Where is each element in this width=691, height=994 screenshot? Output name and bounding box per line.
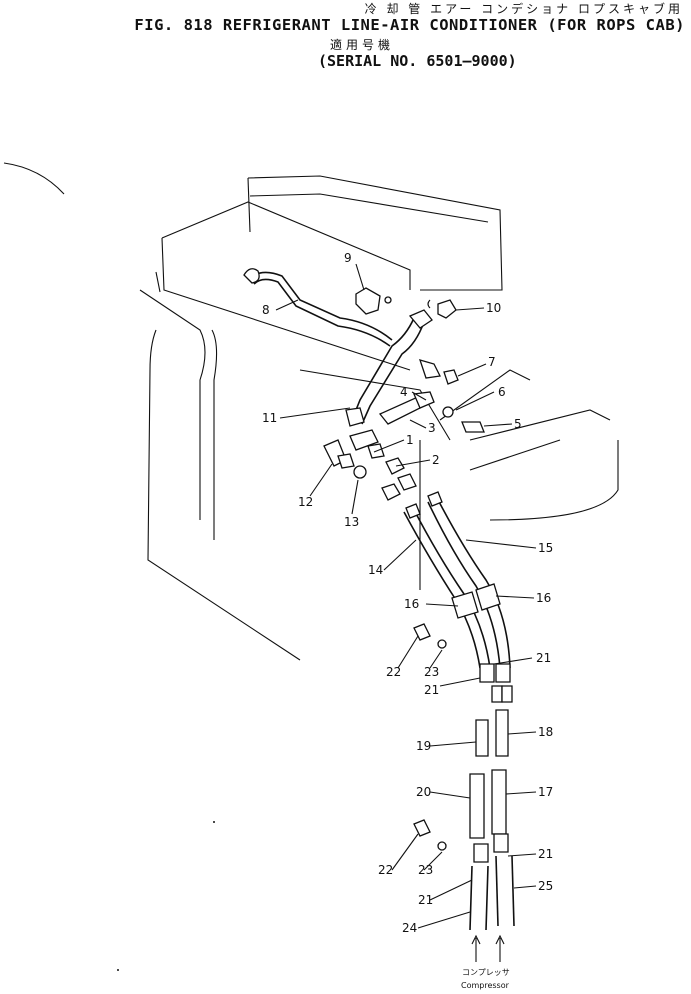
pipe-8: [243, 268, 393, 347]
compressor-caption: Compressor: [461, 981, 510, 990]
hoses-24-25: [413, 819, 515, 962]
callout-5: 5: [514, 417, 522, 431]
leader-lines: [275, 263, 537, 929]
callout-23a: 23: [424, 665, 439, 679]
callout-22a: 22: [386, 665, 401, 679]
japanese-title: 冷 却 管 エアー コンデショナ ロプスキャブ用: [364, 2, 683, 16]
callout-21a: 21: [536, 651, 551, 665]
elbow-10: [427, 299, 457, 319]
callout-4: 4: [400, 385, 408, 399]
fittings-17-20: [469, 709, 509, 839]
callout-11: 11: [262, 411, 277, 425]
callout-6: 6: [498, 385, 506, 399]
callout-9: 9: [344, 251, 352, 265]
callout-2: 2: [432, 453, 440, 467]
japanese-serial-label: 適用号機: [330, 38, 395, 52]
callout-16b: 16: [536, 591, 551, 605]
callout-15: 15: [538, 541, 553, 555]
callout-12: 12: [298, 495, 313, 509]
callout-25: 25: [538, 879, 553, 893]
callout-16a: 16: [404, 597, 419, 611]
figure-title: FIG. 818 REFRIGERANT LINE-AIR CONDITIONE…: [134, 16, 685, 34]
callout-13: 13: [344, 515, 359, 529]
hoses-14-15: [381, 457, 513, 703]
callout-17: 17: [538, 785, 553, 799]
callout-14: 14: [368, 563, 383, 577]
callout-8: 8: [262, 303, 270, 317]
callout-21c: 21: [538, 847, 553, 861]
speck: [213, 821, 215, 823]
callout-24: 24: [402, 921, 417, 935]
callout-20: 20: [416, 785, 431, 799]
compressor-jp-caption: コンプレッサ: [462, 968, 510, 977]
callout-labels: 9 8 10 7 6 5 4 3 1 2 11 12 13 14 15 16 1…: [262, 251, 553, 990]
callout-3: 3: [428, 421, 436, 435]
callout-7: 7: [488, 355, 496, 369]
callout-10: 10: [486, 301, 501, 315]
callout-18: 18: [538, 725, 553, 739]
callout-22b: 22: [378, 863, 393, 877]
bolt-washer-upper: [413, 623, 447, 649]
callout-21b: 21: [424, 683, 439, 697]
callout-1: 1: [406, 433, 414, 447]
fitting-9: [355, 287, 392, 315]
speck: [117, 969, 119, 971]
cab-outline: [3, 162, 619, 661]
callout-19: 19: [416, 739, 431, 753]
callout-23b: 23: [418, 863, 433, 877]
serial-range: (SERIAL NO. 6501–9000): [318, 52, 517, 70]
callout-21d: 21: [418, 893, 433, 907]
pipe-11: [345, 309, 433, 427]
